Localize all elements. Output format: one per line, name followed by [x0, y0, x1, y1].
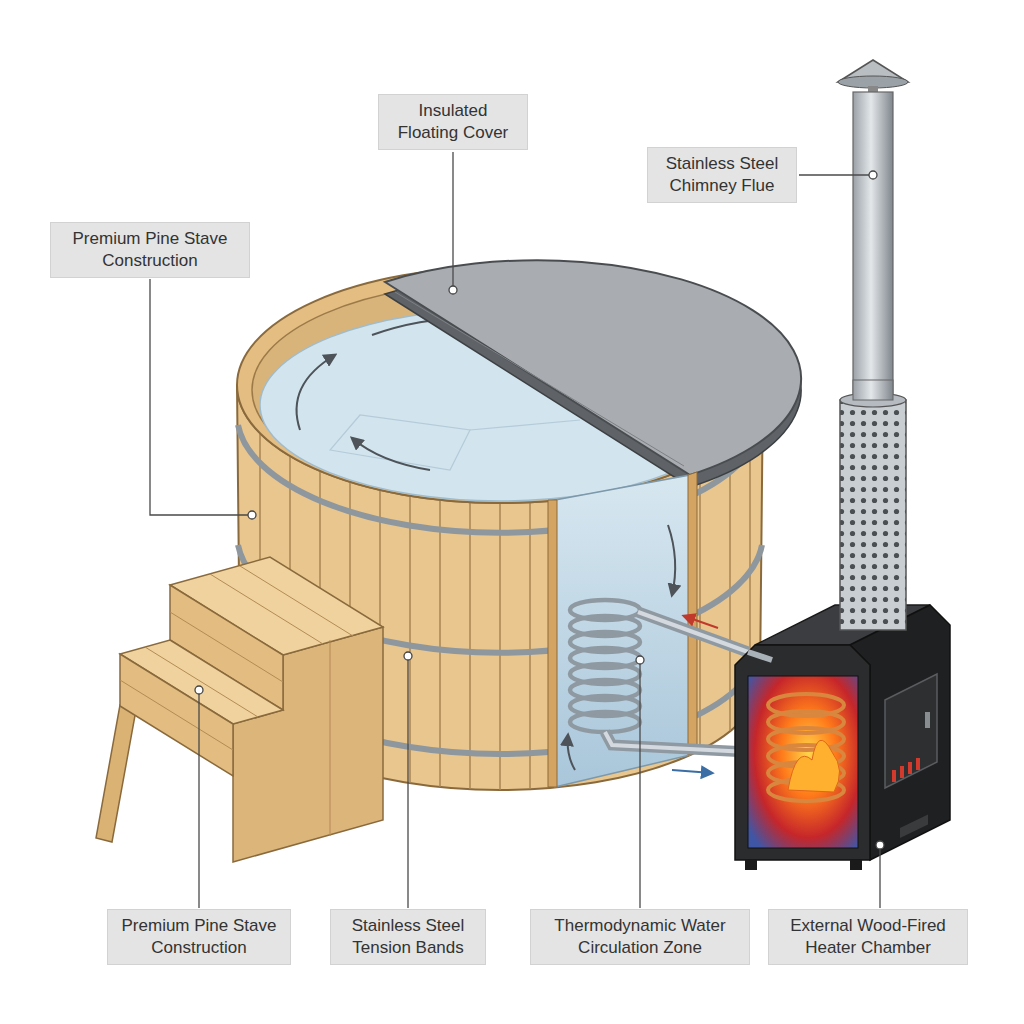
cutaway-section-part: [688, 472, 697, 755]
leader-line-part: [150, 279, 248, 515]
heater-chamber-part: [768, 694, 844, 801]
leader-dot-part: [869, 171, 877, 179]
tub-body-part-part: [529, 502, 531, 789]
heating-coil-part: [570, 712, 640, 732]
leader-line-part: [198, 694, 199, 908]
callout-label-box: Stainless Steel Chimney Flue: [647, 147, 797, 202]
water-pipe-part: [672, 770, 712, 773]
floating-cover: [385, 260, 801, 487]
heater-chamber-part: [748, 676, 858, 848]
leader-dot-part: [449, 286, 457, 294]
heater-chamber-part-part: [900, 766, 904, 778]
leader-line-part: [452, 152, 453, 286]
floating-cover-part: [395, 292, 684, 466]
heater-chamber: [735, 605, 950, 870]
heater-chamber-part: [850, 860, 862, 870]
wooden-steps-part: [330, 640, 331, 836]
leader-line-part: [639, 664, 640, 908]
callout-text: External Wood-Fired Heater Chamber: [778, 915, 958, 958]
wooden-steps-part: [240, 566, 353, 636]
chimney-flue-part: [840, 400, 906, 630]
callout-label-box: Stainless Steel Tension Bands: [330, 909, 486, 964]
leader-line-part: [879, 849, 880, 908]
tub-body-part-part: [409, 496, 411, 783]
leader-dot-part: [248, 511, 256, 519]
callout-text: Stainless Steel Chimney Flue: [657, 153, 787, 196]
callout-text: Premium Pine Stave Construction: [60, 228, 240, 271]
chimney-flue-part: [853, 380, 893, 400]
cutaway-section-part-part: [668, 525, 675, 595]
chimney-flue: [838, 60, 908, 630]
heater-chamber-part-part: [908, 762, 912, 774]
callout-label-box: Insulated Floating Cover: [378, 94, 528, 149]
leader-dot-part: [195, 686, 203, 694]
heater-chamber-part: [735, 645, 870, 860]
cutaway-section-part-part: [568, 735, 575, 770]
heater-chamber-part-part: [892, 770, 896, 782]
heating-coil: [570, 600, 640, 732]
leader-dot-part: [404, 652, 412, 660]
water-pipe-part: [638, 612, 748, 652]
callout-label-box: External Wood-Fired Heater Chamber: [768, 909, 968, 964]
heater-chamber-part-part: [916, 758, 920, 770]
tub-body-part-part: [469, 502, 471, 789]
leader-dot-part: [876, 841, 884, 849]
cutaway-section-part: [568, 525, 676, 770]
water-surface-part: [330, 415, 470, 470]
circulation-arrow: [297, 318, 468, 470]
tub-body-part-part: [729, 442, 731, 731]
callout-label-box: Premium Pine Stave Construction: [50, 222, 250, 277]
heater-chamber-part: [892, 758, 920, 782]
callout-label-box: Thermodynamic Water Circulation Zone: [530, 909, 750, 964]
tub-body-part-part: [699, 462, 701, 750]
heater-chamber-part: [885, 674, 937, 788]
callout-label-box: Premium Pine Stave Construction: [107, 909, 291, 964]
tub-body-part-part: [499, 503, 501, 790]
leader-dot: [195, 171, 884, 849]
water-pipe-part: [605, 732, 748, 752]
callout-text: Premium Pine Stave Construction: [117, 915, 281, 958]
heater-chamber-part: [925, 712, 930, 728]
wooden-steps: [96, 557, 383, 862]
wooden-steps-part: [120, 654, 233, 776]
callout-text: Stainless Steel Tension Bands: [340, 915, 476, 958]
leader-line-part: [407, 660, 408, 908]
leader-dot-part: [636, 656, 644, 664]
wooden-steps-part: [120, 680, 233, 750]
water-pipe: [605, 612, 748, 773]
heater-chamber-part: [748, 652, 772, 660]
callout-text: Insulated Floating Cover: [388, 100, 518, 143]
water-pipe-part: [605, 732, 748, 752]
leader-line: [150, 152, 880, 908]
heater-chamber-part: [745, 860, 757, 870]
water-surface-part: [470, 420, 580, 430]
water-pipe-part: [684, 616, 718, 628]
chimney-flue-part: [853, 92, 893, 422]
wooden-steps-part: [96, 705, 136, 842]
leader-line-part: [799, 174, 869, 175]
wooden-steps-part: [170, 612, 283, 682]
wooden-steps-part: [210, 574, 323, 644]
tub-body-part-part: [439, 500, 441, 787]
circulation-arrow-part: [297, 355, 335, 430]
heater-chamber-part: [900, 814, 928, 838]
water-pipe-part: [638, 612, 748, 652]
cutaway-section-part: [548, 500, 557, 787]
circulation-arrow-part: [352, 438, 430, 470]
heater-chamber-part: [788, 740, 840, 792]
callout-text: Thermodynamic Water Circulation Zone: [540, 915, 740, 958]
floating-cover-part: [385, 260, 801, 475]
